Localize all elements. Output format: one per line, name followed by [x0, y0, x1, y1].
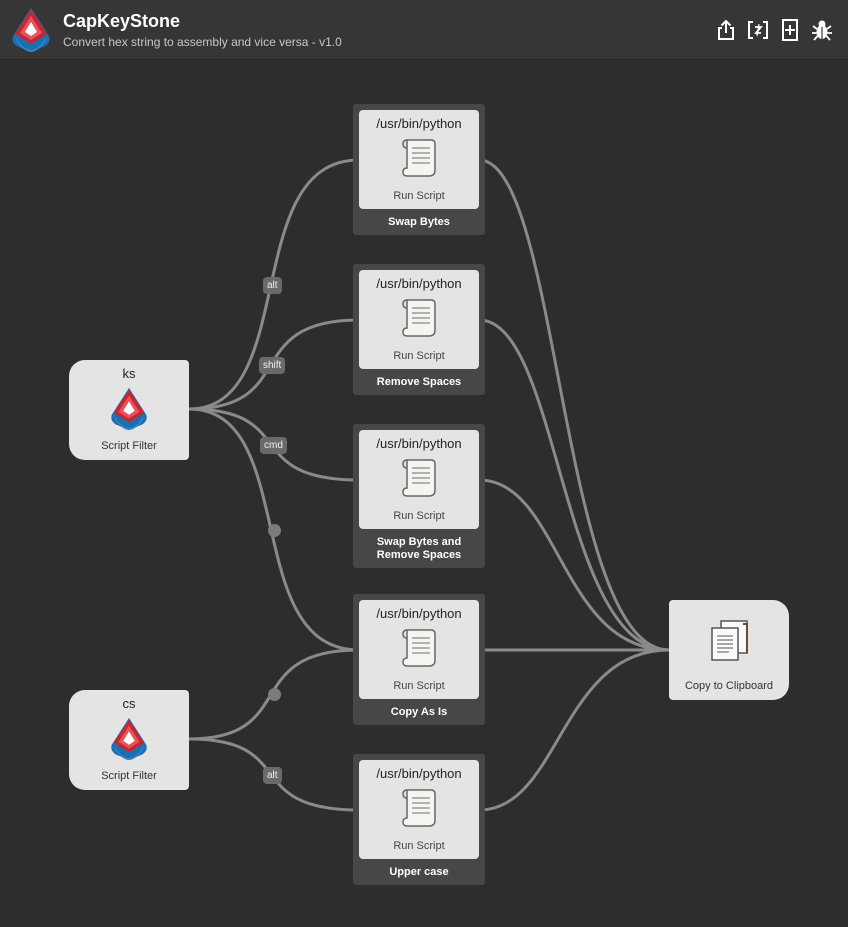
modifier-badge-shift[interactable]: shift — [259, 357, 286, 374]
workflow-subtitle: Convert hex string to assembly and vice … — [63, 35, 342, 49]
add-object-icon[interactable] — [779, 18, 801, 42]
run-script-upper-case[interactable]: /usr/bin/python Run Script Upper case — [353, 754, 485, 885]
run-script-type-label: Run Script — [393, 840, 445, 852]
modifier-badge-cmd[interactable]: cmd — [260, 437, 287, 454]
run-script-swap-bytes[interactable]: /usr/bin/python Run Script Swap Bytes — [353, 104, 485, 235]
modifier-badge-alt[interactable]: alt — [263, 277, 282, 294]
workflow-title: CapKeyStone — [63, 11, 181, 31]
copy-to-clipboard-output[interactable]: Copy to Clipboard — [669, 600, 789, 700]
run-script-copy-as-is[interactable]: /usr/bin/python Run Script Copy As Is — [353, 594, 485, 725]
clipboard-type-label: Copy to Clipboard — [684, 680, 774, 692]
workflow-header: CapKeyStone Convert hex string to assemb… — [0, 0, 848, 60]
script-path: /usr/bin/python — [376, 116, 462, 131]
block-title: Swap Bytes and Remove Spaces — [376, 536, 462, 561]
capkeystone-logo-icon — [107, 716, 151, 762]
wire-junction-dot[interactable] — [268, 524, 281, 537]
run-script-type-label: Run Script — [393, 350, 445, 362]
script-path: /usr/bin/python — [376, 436, 462, 451]
clipboard-icon — [707, 618, 751, 664]
run-script-node: /usr/bin/python Run Script — [359, 110, 479, 209]
block-title: Swap Bytes — [388, 216, 450, 228]
wire-upper-case-clipboard — [478, 648, 670, 812]
script-path: /usr/bin/python — [376, 606, 462, 621]
script-filter-type-label: Script Filter — [101, 770, 157, 782]
script-scroll-icon — [399, 626, 439, 670]
run-script-node: /usr/bin/python Run Script — [359, 430, 479, 529]
script-filter-keyword: cs — [122, 696, 136, 711]
run-script-remove-spaces[interactable]: /usr/bin/python Run Script Remove Spaces — [353, 264, 485, 395]
wire-remove-spaces-clipboard — [478, 318, 670, 652]
wire-swap-remove-clipboard — [478, 478, 670, 652]
run-script-node: /usr/bin/python Run Script — [359, 600, 479, 699]
debug-bug-icon[interactable] — [811, 18, 833, 42]
wire-swap-bytes-clipboard — [478, 158, 670, 652]
run-script-swap-bytes-remove-spaces[interactable]: /usr/bin/python Run Script Swap Bytes an… — [353, 424, 485, 568]
block-title: Upper case — [389, 866, 449, 878]
script-filter-keyword: ks — [122, 366, 136, 381]
variables-icon[interactable] — [747, 18, 769, 42]
script-path: /usr/bin/python — [376, 276, 462, 291]
script-filter-cs[interactable]: cs Script Filter — [69, 690, 189, 790]
modifier-badge-alt[interactable]: alt — [263, 767, 282, 784]
block-title: Remove Spaces — [376, 376, 462, 388]
wire-junction-dot[interactable] — [268, 688, 281, 701]
capkeystone-logo-icon — [9, 6, 53, 54]
capkeystone-logo-icon — [107, 386, 151, 432]
block-title: Copy As Is — [390, 706, 448, 718]
run-script-type-label: Run Script — [393, 510, 445, 522]
run-script-node: /usr/bin/python Run Script — [359, 760, 479, 859]
script-scroll-icon — [399, 456, 439, 500]
run-script-type-label: Run Script — [393, 190, 445, 202]
script-scroll-icon — [399, 136, 439, 180]
script-scroll-icon — [399, 786, 439, 830]
run-script-node: /usr/bin/python Run Script — [359, 270, 479, 369]
script-path: /usr/bin/python — [376, 766, 462, 781]
script-scroll-icon — [399, 296, 439, 340]
script-filter-type-label: Script Filter — [101, 440, 157, 452]
run-script-type-label: Run Script — [393, 680, 445, 692]
script-filter-ks[interactable]: ks Script Filter — [69, 360, 189, 460]
export-icon[interactable] — [715, 18, 737, 42]
